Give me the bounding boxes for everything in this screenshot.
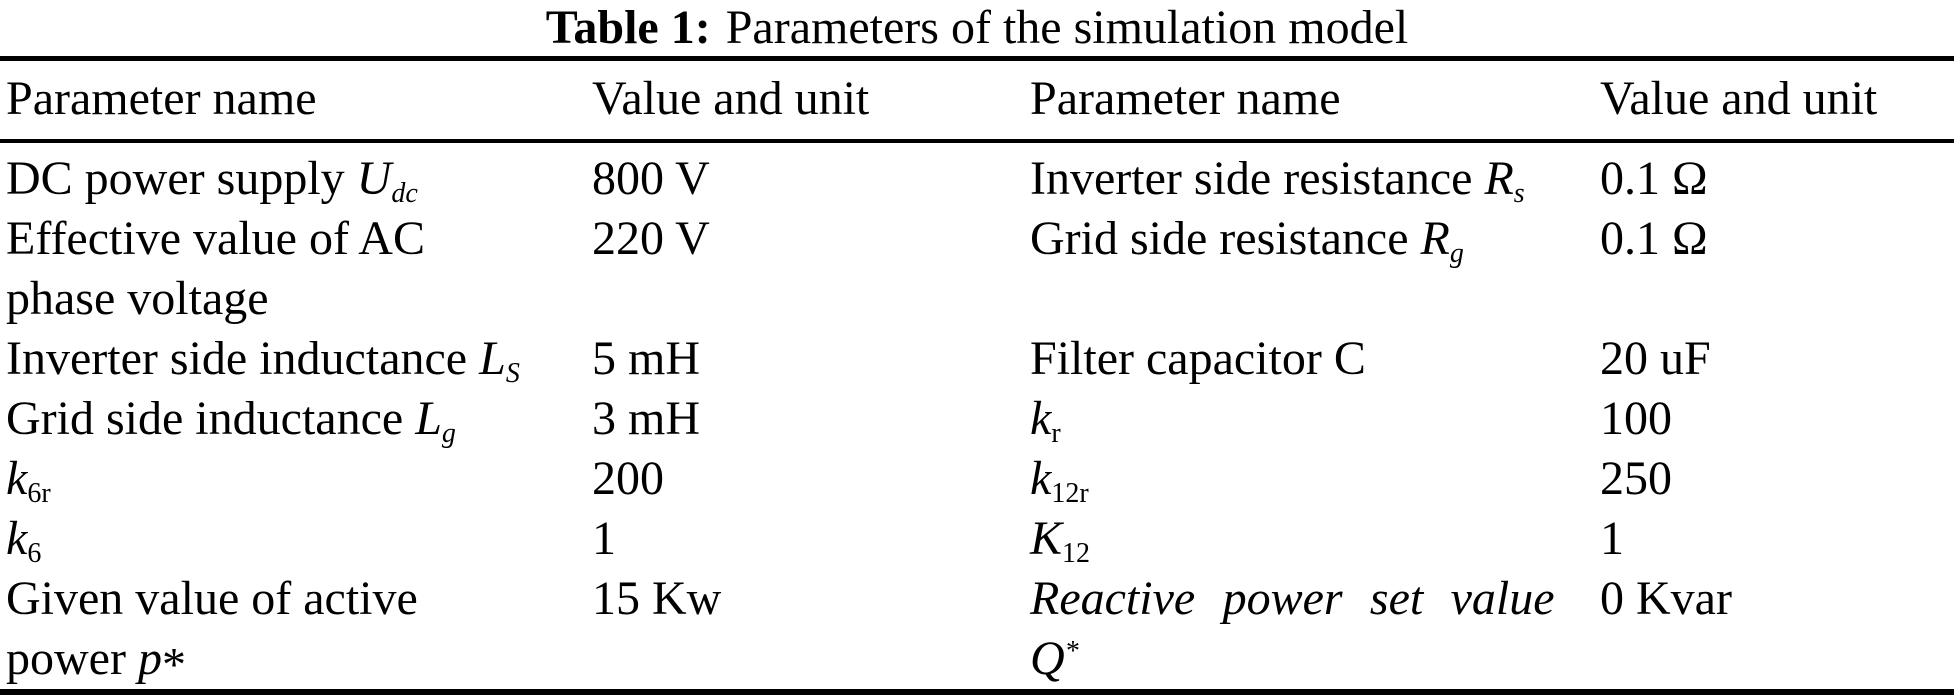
- column-header-parameter-right: Parameter name: [1030, 72, 1341, 125]
- param-text-line1: Reactive power set value: [1030, 572, 1555, 625]
- symbol: p: [137, 632, 162, 685]
- param-cell: DC power supply Udc: [0, 141, 588, 209]
- symbol-subscript: dc: [391, 177, 418, 209]
- table-caption-text: Parameters of the simulation model: [725, 1, 1409, 54]
- symbol: K: [1030, 512, 1063, 565]
- param-text-line2: phase voltage: [6, 272, 269, 325]
- value-cell: 3 mH: [592, 392, 700, 445]
- symbol-superscript: *: [1064, 636, 1079, 667]
- column-header-parameter-left: Parameter name: [6, 72, 317, 125]
- symbol-subscript: S: [505, 357, 520, 389]
- table-caption: Table 1: Parameters of the simulation mod…: [0, 0, 1954, 56]
- value-cell: 1: [592, 512, 616, 565]
- symbol: L: [415, 392, 442, 445]
- symbol: R: [1484, 152, 1514, 205]
- param-text-line2: power: [6, 632, 138, 685]
- symbol-subscript: g: [441, 417, 456, 449]
- table-caption-label: Table 1:: [545, 1, 711, 54]
- param-cell: k12r: [1026, 449, 1596, 509]
- column-header-value-left: Value and unit: [592, 72, 870, 125]
- param-cell: Effective value of AC phase voltage: [0, 209, 588, 329]
- param-cell: Inverter side inductance LS: [0, 329, 588, 389]
- value-cell: 15 Kw: [592, 572, 722, 625]
- symbol-subscript: 12: [1062, 537, 1091, 569]
- symbol-subscript: 6: [27, 537, 42, 569]
- parameters-table: Parameter name Value and unit Parameter …: [0, 56, 1954, 695]
- value-cell: 800 V: [592, 152, 710, 205]
- value-cell: 250: [1600, 452, 1672, 505]
- value-cell: 5 mH: [592, 332, 700, 385]
- param-text: Inverter side resistance: [1030, 152, 1485, 205]
- symbol-subscript: s: [1513, 177, 1525, 209]
- param-cell: k6r: [0, 449, 588, 509]
- column-header-value-right: Value and unit: [1600, 72, 1878, 125]
- param-cell: Given value of active power p*: [0, 569, 588, 692]
- symbol: Q: [1030, 632, 1065, 685]
- symbol-subscript: 6r: [27, 477, 51, 509]
- symbol: k: [6, 452, 28, 505]
- param-text: DC power supply: [6, 152, 357, 205]
- symbol: U: [356, 152, 392, 205]
- value-cell: 220 V: [592, 212, 710, 265]
- header-row: Parameter name Value and unit Parameter …: [0, 58, 1954, 141]
- value-cell: 0 Kvar: [1600, 572, 1732, 625]
- param-cell: K12: [1026, 509, 1596, 569]
- param-cell: kr: [1026, 389, 1596, 449]
- param-text: Grid side resistance: [1030, 212, 1421, 265]
- symbol: k: [6, 512, 28, 565]
- value-cell: 20 uF: [1600, 332, 1711, 385]
- param-text-line1: Effective value of AC: [6, 212, 425, 265]
- symbol: R: [1420, 212, 1450, 265]
- asterisk-operator: *: [161, 638, 186, 692]
- table-row-4: Grid side inductance Lg 3 mH kr 100: [0, 389, 1954, 449]
- param-text: Grid side inductance: [6, 392, 416, 445]
- param-cell: Grid side resistance Rg: [1026, 209, 1596, 329]
- param-cell: Filter capacitor C: [1030, 332, 1366, 385]
- table-row-2: Effective value of AC phase voltage 220 V…: [0, 209, 1954, 329]
- table-row-3: Inverter side inductance LS 5 mH Filter …: [0, 329, 1954, 389]
- value-cell: 200: [592, 452, 664, 505]
- table-row-1: DC power supply Udc 800 V Inverter side …: [0, 141, 1954, 209]
- symbol-subscript: r: [1051, 417, 1061, 449]
- param-cell: Grid side inductance Lg: [0, 389, 588, 449]
- value-cell: 100: [1600, 392, 1672, 445]
- symbol: k: [1030, 392, 1052, 445]
- symbol: k: [1030, 452, 1052, 505]
- symbol-subscript: g: [1449, 237, 1464, 269]
- symbol: L: [479, 332, 506, 385]
- table-row-5: k6r 200 k12r 250: [0, 449, 1954, 509]
- value-cell: 0.1 Ω: [1600, 152, 1708, 205]
- value-cell: 0.1 Ω: [1600, 212, 1708, 265]
- symbol-subscript: 12r: [1051, 477, 1089, 509]
- value-cell: 1: [1600, 512, 1624, 565]
- param-cell: Inverter side resistance Rs: [1026, 141, 1596, 209]
- param-text-line1: Given value of active: [6, 572, 418, 625]
- table-row-6: k6 1 K12 1: [0, 509, 1954, 569]
- param-cell: k6: [0, 509, 588, 569]
- param-text: Inverter side inductance: [6, 332, 480, 385]
